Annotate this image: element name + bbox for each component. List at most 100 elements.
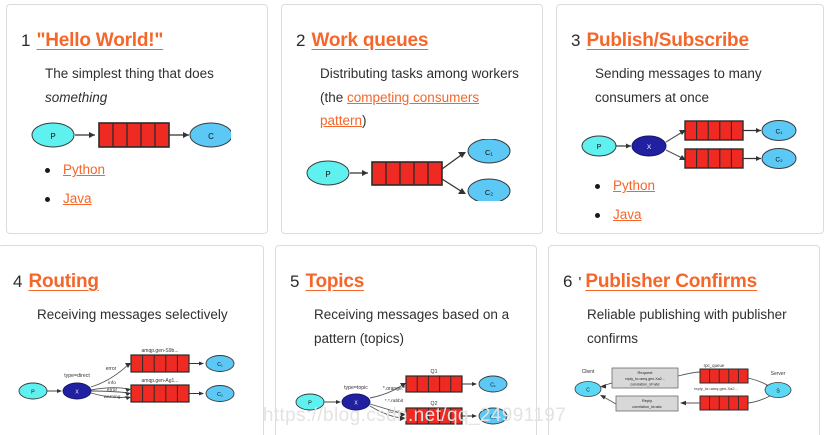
card-3-links: Python Java bbox=[557, 177, 823, 224]
svg-text:X: X bbox=[75, 389, 79, 395]
card-3-number: 3 bbox=[571, 31, 581, 50]
card-1-number: 1 bbox=[21, 31, 31, 50]
svg-text:P: P bbox=[50, 132, 55, 141]
card-5-title-link[interactable]: Topics bbox=[305, 271, 365, 292]
svg-text:info: info bbox=[108, 380, 116, 386]
card-1-description: The simplest thing that does something bbox=[7, 52, 267, 109]
svg-text:P: P bbox=[308, 401, 312, 407]
list-item: Python bbox=[41, 161, 267, 179]
tutorial-row-top: 1 "Hello World!" The simplest thing that… bbox=[0, 0, 825, 234]
svg-text:rpc_queue: rpc_queue bbox=[704, 363, 725, 368]
svg-text:C₁: C₁ bbox=[217, 362, 223, 368]
card-6-description: Reliable publishing with publisher confi… bbox=[587, 306, 787, 346]
svg-text:*.orange.*: *.orange.* bbox=[383, 386, 405, 392]
card-3-diagram: P X bbox=[557, 109, 823, 171]
svg-text:error: error bbox=[106, 366, 117, 372]
list-item: Java bbox=[41, 190, 267, 208]
tutorial-card-3[interactable]: 3 Publish/Subscribe Sending messages to … bbox=[556, 4, 824, 234]
card-6-title-line: 6 ' Publisher Confirms bbox=[549, 246, 819, 293]
svg-text:reply_to=amq.gen-Xa2...: reply_to=amq.gen-Xa2... bbox=[625, 377, 664, 381]
card-1-diagram: P C bbox=[7, 109, 267, 155]
svg-text:type=direct: type=direct bbox=[64, 373, 90, 379]
svg-text:S: S bbox=[776, 389, 780, 395]
card-2-desc-link[interactable]: competing consumers pattern bbox=[320, 89, 480, 129]
publish-subscribe-diagram: P X bbox=[581, 120, 797, 170]
svg-text:Request: Request bbox=[638, 370, 654, 375]
card-1-desc-text: The simplest thing that does bbox=[45, 65, 214, 81]
card-1-links: Python Java bbox=[7, 161, 267, 208]
card-4-description: Receiving messages selectively bbox=[37, 306, 228, 322]
svg-text:C₂: C₂ bbox=[775, 157, 783, 164]
card-3-description: Sending messages to many consumers at on… bbox=[595, 65, 762, 105]
card-2-number: 2 bbox=[296, 31, 306, 50]
card-3-link-python[interactable]: Python bbox=[613, 178, 656, 194]
svg-text:*.*.rabbit: *.*.rabbit bbox=[385, 398, 404, 404]
work-queues-diagram: P C₁ bbox=[306, 138, 511, 201]
svg-text:C₁: C₁ bbox=[490, 383, 496, 389]
tutorial-card-2[interactable]: 2 Work queues Distributing tasks among w… bbox=[281, 4, 543, 234]
svg-text:type=topic: type=topic bbox=[344, 385, 368, 391]
card-6-diagram: Client C Request reply_to=amq.gen-Xa2...… bbox=[549, 350, 819, 422]
card-1-desc-italic: something bbox=[45, 89, 108, 105]
card-1-link-java[interactable]: Java bbox=[63, 191, 92, 207]
card-2-desc-suffix: ) bbox=[362, 113, 367, 129]
svg-text:error: error bbox=[107, 387, 118, 393]
svg-text:P: P bbox=[325, 170, 330, 179]
card-3-title-link[interactable]: Publish/Subscribe bbox=[586, 30, 749, 51]
list-item: Java bbox=[591, 206, 823, 224]
tutorial-card-1[interactable]: 1 "Hello World!" The simplest thing that… bbox=[6, 4, 268, 234]
card-6-title-link[interactable]: Publisher Confirms bbox=[585, 271, 757, 292]
card-1-title-link[interactable]: "Hello World!" bbox=[36, 30, 164, 51]
card-3-link-java[interactable]: Java bbox=[613, 207, 642, 223]
svg-text:X: X bbox=[354, 401, 358, 407]
routing-diagram: P X type=direct error info er bbox=[18, 348, 235, 403]
card-4-title-link[interactable]: Routing bbox=[28, 271, 99, 292]
svg-text:C₂: C₂ bbox=[490, 415, 496, 421]
svg-text:Server: Server bbox=[771, 371, 786, 377]
card-4-title-line: 4 Routing bbox=[0, 246, 263, 293]
card-2-desc-prefix: Distributing tasks among workers (the bbox=[320, 65, 519, 105]
svg-text:P: P bbox=[31, 389, 35, 395]
svg-text:Client: Client bbox=[582, 369, 595, 375]
svg-text:C₂: C₂ bbox=[485, 188, 493, 197]
card-6-number: 6 bbox=[563, 272, 573, 291]
publisher-confirms-rpc-diagram: Client C Request reply_to=amq.gen-Xa2...… bbox=[574, 363, 792, 412]
svg-text:amqp.gen-S9b...: amqp.gen-S9b... bbox=[142, 348, 179, 354]
card-1-link-python[interactable]: Python bbox=[63, 162, 106, 178]
card-1-title-line: 1 "Hello World!" bbox=[7, 5, 267, 52]
card-4-diagram: P X type=direct error info er bbox=[0, 327, 263, 411]
card-5-diagram: P X type=topic *.orange.* *.*.rabbit laz… bbox=[276, 350, 536, 432]
svg-text:X: X bbox=[647, 144, 652, 151]
card-2-description: Distributing tasks among workers (the co… bbox=[282, 52, 542, 133]
svg-text:warning: warning bbox=[104, 394, 121, 400]
card-2-diagram: P C₁ bbox=[282, 133, 542, 201]
svg-text:lazy.#: lazy.# bbox=[388, 409, 401, 415]
card-5-number: 5 bbox=[290, 272, 300, 291]
card-4-number: 4 bbox=[13, 272, 23, 291]
tutorial-card-6[interactable]: 6 ' Publisher Confirms Reliable publishi… bbox=[548, 245, 820, 435]
svg-text:reply_to=amq.gen-Xa2...: reply_to=amq.gen-Xa2... bbox=[694, 386, 738, 391]
tutorial-card-5[interactable]: 5 Topics Receiving messages based on a p… bbox=[275, 245, 537, 435]
svg-text:C₂: C₂ bbox=[217, 392, 223, 398]
list-item: Python bbox=[591, 177, 823, 195]
card-5-description: Receiving messages based on a pattern (t… bbox=[314, 306, 510, 346]
tutorial-card-4[interactable]: 4 Routing Receiving messages selectively… bbox=[0, 245, 264, 435]
svg-text:Q1: Q1 bbox=[431, 369, 438, 375]
card-2-title-line: 2 Work queues bbox=[282, 5, 542, 52]
svg-text:correlation_id=abc: correlation_id=abc bbox=[632, 405, 662, 409]
svg-text:C₁: C₁ bbox=[485, 148, 493, 157]
card-5-title-line: 5 Topics bbox=[276, 246, 536, 293]
svg-text:correlation_id=abc: correlation_id=abc bbox=[630, 383, 660, 387]
svg-text:amqp.gen-Ag1...: amqp.gen-Ag1... bbox=[142, 378, 179, 384]
svg-text:C: C bbox=[208, 132, 214, 141]
card-6-prefix-mark: ' bbox=[578, 274, 582, 291]
svg-text:Q2: Q2 bbox=[431, 401, 438, 407]
svg-text:C₁: C₁ bbox=[776, 129, 784, 136]
topics-diagram: P X type=topic *.orange.* *.*.rabbit laz… bbox=[295, 369, 508, 425]
card-2-title-link[interactable]: Work queues bbox=[311, 30, 429, 51]
card-3-title-line: 3 Publish/Subscribe bbox=[557, 5, 823, 52]
svg-text:Reply: Reply bbox=[642, 398, 652, 403]
svg-text:C: C bbox=[586, 388, 590, 394]
svg-text:P: P bbox=[597, 144, 602, 151]
